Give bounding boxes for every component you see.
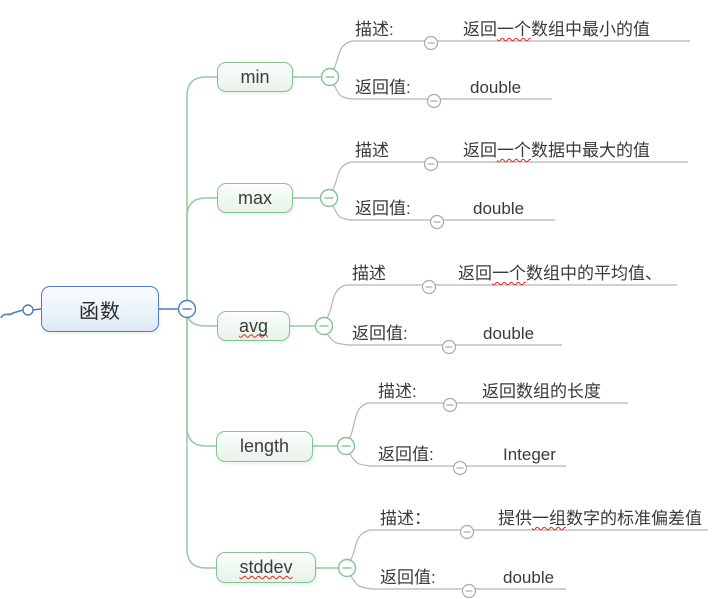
subtopic-label-max-desc[interactable]: 描述: [355, 141, 389, 160]
subtopic-value-stddev-ret[interactable]: double: [503, 568, 555, 587]
collapse-button-min[interactable]: [320, 67, 340, 87]
collapse-button-root[interactable]: [177, 299, 197, 319]
topic-node-min[interactable]: min: [217, 62, 293, 92]
collapse-button-min-desc[interactable]: [423, 35, 439, 51]
collapse-button-avg-ret[interactable]: [441, 339, 457, 355]
subtopic-label-max-ret[interactable]: 返回值:: [355, 199, 411, 218]
value-text: 数组中最小的值: [531, 20, 650, 39]
collapse-button-max-desc[interactable]: [423, 156, 439, 172]
misspelled-word: 一个: [492, 264, 526, 283]
misspelled-word: 一个: [497, 141, 531, 160]
topic-label: stddev: [239, 557, 293, 577]
root-topic-node[interactable]: 函数: [41, 286, 159, 332]
subtopic-label-length-desc[interactable]: 描述:: [378, 382, 417, 401]
collapse-button-avg-desc[interactable]: [421, 279, 437, 295]
subtopic-label-min-ret[interactable]: 返回值:: [355, 78, 411, 97]
subtopic-label-avg-ret[interactable]: 返回值:: [352, 324, 408, 343]
value-text: 返回: [458, 264, 492, 283]
value-text: 返回: [463, 20, 497, 39]
branch-line-max: [186, 197, 217, 309]
collapse-button-stddev-ret[interactable]: [461, 583, 477, 599]
topic-node-avg[interactable]: avg: [217, 311, 290, 341]
leaf-line-length-ret: [348, 452, 566, 467]
value-text: 返回数组的长度: [482, 382, 601, 401]
subtopic-label-stddev-desc[interactable]: 描述：: [380, 509, 431, 528]
misspelled-word: 一个: [497, 20, 531, 39]
root-topic-label: 函数: [79, 300, 121, 323]
topic-label: max: [237, 187, 272, 208]
collapse-button-max-ret[interactable]: [429, 214, 445, 230]
subtopic-label-avg-desc[interactable]: 描述: [352, 264, 386, 283]
leaf-line-min-ret: [332, 83, 552, 100]
topic-label: min: [240, 66, 270, 87]
value-text: 数字的标准偏差值: [566, 509, 702, 528]
topic-node-max[interactable]: max: [217, 183, 293, 213]
leaf-line-length-desc: [348, 402, 628, 440]
collapse-button-min-ret[interactable]: [426, 93, 442, 109]
branch-line-length: [186, 309, 216, 447]
leaf-line-stddev-desc: [349, 529, 708, 562]
leaf-line-max-ret: [331, 204, 555, 221]
collapse-button-stddev[interactable]: [337, 558, 357, 578]
collapse-button-max[interactable]: [319, 188, 339, 208]
parent-link-line: [0, 309, 24, 319]
topic-label: length: [239, 436, 290, 456]
leaf-line-stddev-ret: [349, 574, 566, 590]
subtopic-label-min-desc[interactable]: 描述:: [355, 20, 394, 39]
value-text: 提供: [498, 509, 532, 528]
leaf-line-max-desc: [331, 161, 688, 192]
value-text: 数组中的平均值、: [526, 264, 662, 283]
parent-link-handle[interactable]: [22, 304, 34, 316]
collapse-button-avg[interactable]: [314, 316, 334, 336]
topic-node-length[interactable]: length: [216, 431, 313, 462]
subtopic-value-min-desc[interactable]: 返回一个数组中最小的值: [463, 20, 650, 40]
topic-label: avg: [238, 315, 269, 336]
leaf-line-min-desc: [332, 40, 690, 71]
leaf-line-avg-desc: [326, 284, 677, 319]
branch-line-min: [186, 76, 217, 309]
subtopic-value-min-ret[interactable]: double: [470, 78, 522, 97]
subtopic-value-avg-desc[interactable]: 返回一个数组中的平均值、: [458, 264, 662, 284]
subtopic-value-avg-ret[interactable]: double: [483, 324, 535, 343]
value-text: 数据中最大的值: [531, 141, 650, 160]
subtopic-value-length-ret[interactable]: Integer: [503, 445, 556, 464]
branch-line-stddev: [186, 309, 216, 569]
collapse-button-length-desc[interactable]: [442, 397, 458, 413]
collapse-button-length[interactable]: [336, 436, 356, 456]
subtopic-value-length-desc[interactable]: 返回数组的长度: [482, 382, 601, 402]
subtopic-value-stddev-desc[interactable]: 提供一组数字的标准偏差值: [498, 509, 702, 529]
topic-node-stddev[interactable]: stddev: [216, 552, 316, 583]
collapse-button-stddev-desc[interactable]: [459, 524, 475, 540]
collapse-button-length-ret[interactable]: [452, 460, 468, 476]
leaf-line-avg-ret: [326, 333, 562, 346]
subtopic-label-length-ret[interactable]: 返回值:: [378, 445, 434, 464]
subtopic-value-max-desc[interactable]: 返回一个数据中最大的值: [463, 141, 650, 161]
parent-link-line2: [32, 308, 42, 311]
subtopic-label-stddev-ret[interactable]: 返回值:: [380, 568, 436, 587]
misspelled-word: 一组: [532, 509, 566, 528]
value-text: 返回: [463, 141, 497, 160]
subtopic-value-max-ret[interactable]: double: [473, 199, 525, 218]
